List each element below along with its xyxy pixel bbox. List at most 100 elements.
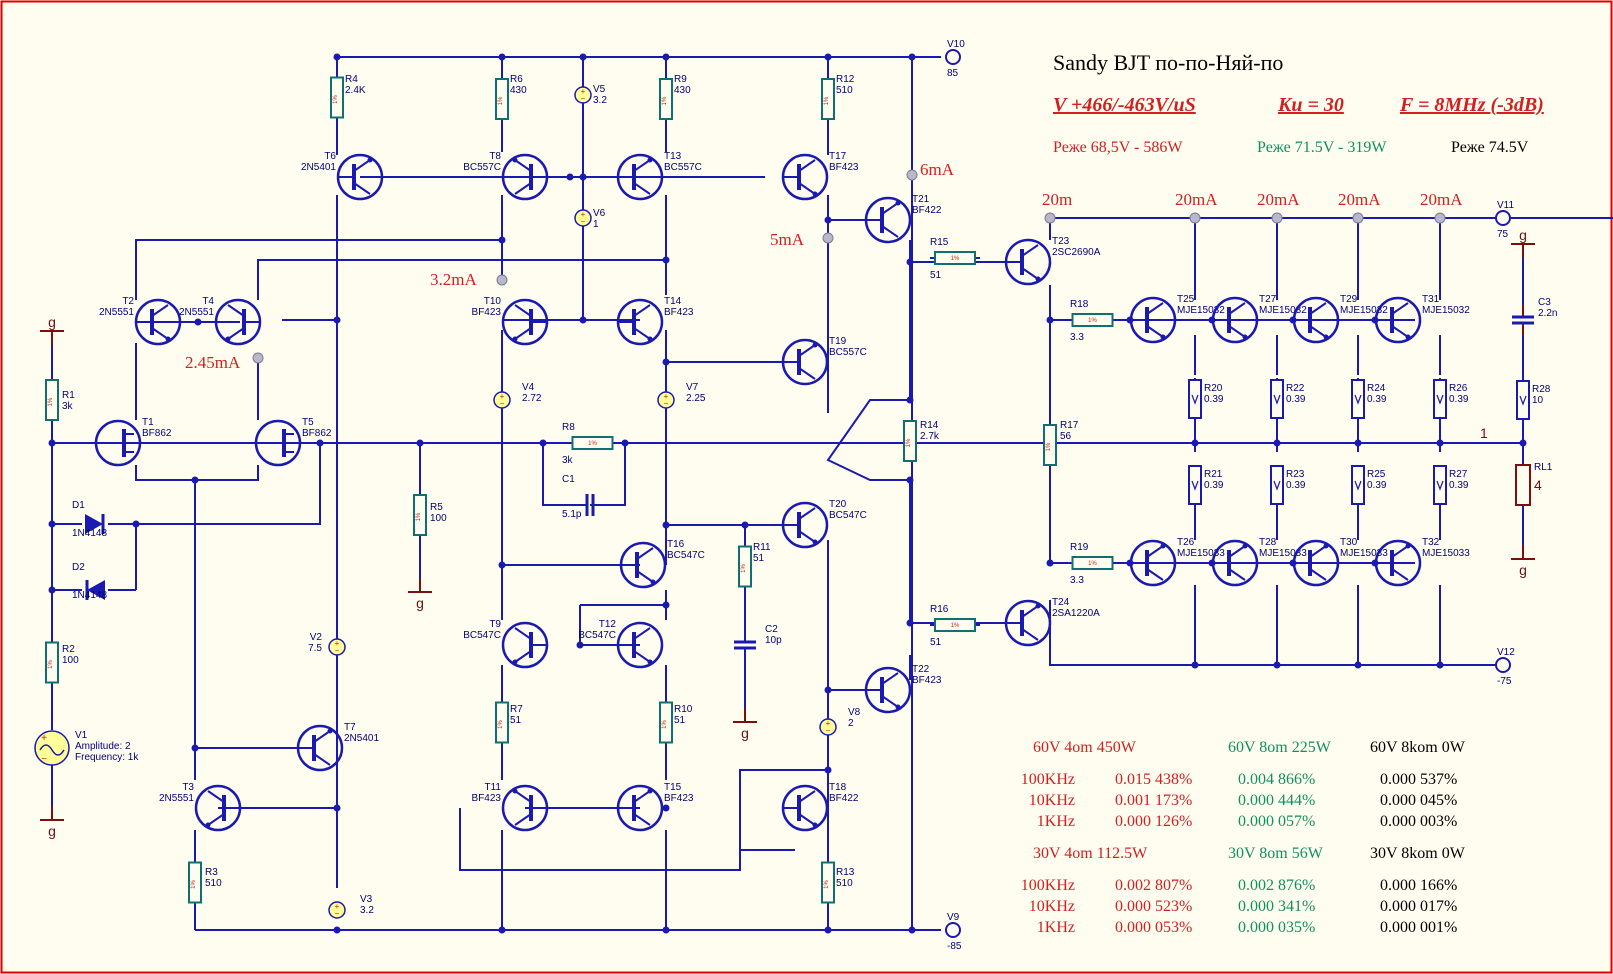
current-label: 20m [1042,190,1072,209]
current-label: 20mA [1420,190,1463,209]
transistor-name: T10 [484,296,502,307]
resistor-value: 3k [562,455,574,466]
capacitor-name: C1 [562,474,575,485]
junction-dot [333,926,341,934]
resistor-name: R14 [920,420,939,431]
transistor-model: 2N5401 [344,733,379,744]
rail-voltage: -75 [1497,676,1512,687]
resistor-name: R11 [753,542,771,553]
ground-label: g [48,823,56,839]
junction-dot [906,396,914,404]
plus-sign: + [335,639,340,648]
transistor-name: T29 [1340,294,1358,305]
tolerance-label: 1% [48,659,54,668]
transistor-model: BF423 [664,307,694,318]
resistor-value: 0.39 [1449,480,1469,491]
transistor-name: T7 [344,722,356,733]
minus-sign: − [826,726,831,735]
regime-1: Реже 68,5V - 586W [1053,139,1183,156]
junction-dot [1436,661,1444,669]
transistor-model: BF423 [472,307,502,318]
rail-name: V10 [947,39,965,50]
transistor-model: BC557C [829,347,867,358]
thd-30v-thd-8ohm: 0.000 035% [1238,919,1315,936]
junction-dot [824,686,832,694]
diode-name: D2 [72,562,85,573]
transistor-model: 2SA1220A [1052,608,1100,619]
resistor-value: 0.39 [1367,480,1387,491]
resistor-value: 51 [930,270,942,281]
resistor-name: R23 [1286,469,1305,480]
junction-dot [498,926,506,934]
rail-name: V11 [1497,200,1514,211]
transistor-model: MJE15033 [1340,548,1388,559]
resistor-value: 0.39 [1204,480,1224,491]
resistor-name: R1 [62,390,75,401]
junction-dot [132,520,140,528]
tolerance-label: 1% [824,96,830,105]
tolerance-label: 1% [824,879,830,888]
resistor-value: 100 [430,513,447,524]
voltage-source-v3: +−V33.2 [328,894,374,919]
thd-60v-freq: 100KHz [1021,771,1075,788]
thd-30v-header-8kohm: 30V 8kom 0W [1370,845,1466,862]
thd-60v-thd-8kohm: 0.000 003% [1380,813,1457,830]
voltage-source-v2: +−V27.5 [308,632,346,656]
transistor-model: MJE15033 [1422,548,1470,559]
probe-dot [1271,212,1283,224]
transistor-name: T22 [912,664,930,675]
thd-60v-thd-8ohm: 0.000 057% [1238,813,1315,830]
resistor-name: R19 [1070,542,1089,553]
tolerance-label: 1% [416,512,422,521]
tolerance-label: 1% [498,96,504,105]
resistor-name: R28 [1532,384,1551,395]
transistor-model: BF422 [829,793,859,804]
capacitor-value: 2.2n [1538,308,1557,319]
source-value: 3.2 [360,905,374,916]
transistor-name: T17 [829,151,847,162]
transistor-model: MJE15032 [1259,305,1307,316]
junction-dot [662,804,670,812]
ground-symbol: g [40,806,64,839]
probe-dot [1434,212,1446,224]
thd-60v-thd-8ohm: 0.000 444% [1238,792,1315,809]
transistor-name: T13 [664,151,682,162]
thd-30v-freq: 100KHz [1021,877,1075,894]
transistor-model: 2N5551 [179,307,214,318]
resistor-name: R3 [205,867,218,878]
junction-dot [1273,439,1281,447]
current-label: 2.45mA [185,353,241,372]
ground-label: g [741,725,749,741]
transistor-model: MJE15032 [1177,305,1225,316]
thd-60v-thd-8kohm: 0.000 537% [1380,771,1457,788]
thd-30v-thd-8kohm: 0.000 017% [1380,898,1457,915]
transistor-name: T18 [829,782,847,793]
thd-30v-thd-4ohm: 0.000 523% [1115,898,1192,915]
junction-dot [824,216,832,224]
tolerance-label: 1% [1088,561,1097,567]
junction-dot [824,53,832,61]
transistor-name: T19 [829,336,847,347]
tolerance-label: 1% [588,441,597,447]
resistor-value: 3.3 [1070,332,1084,343]
tolerance-label: 1% [191,879,197,888]
transistor-name: T20 [829,499,847,510]
capacitor-value: 10p [765,635,782,646]
